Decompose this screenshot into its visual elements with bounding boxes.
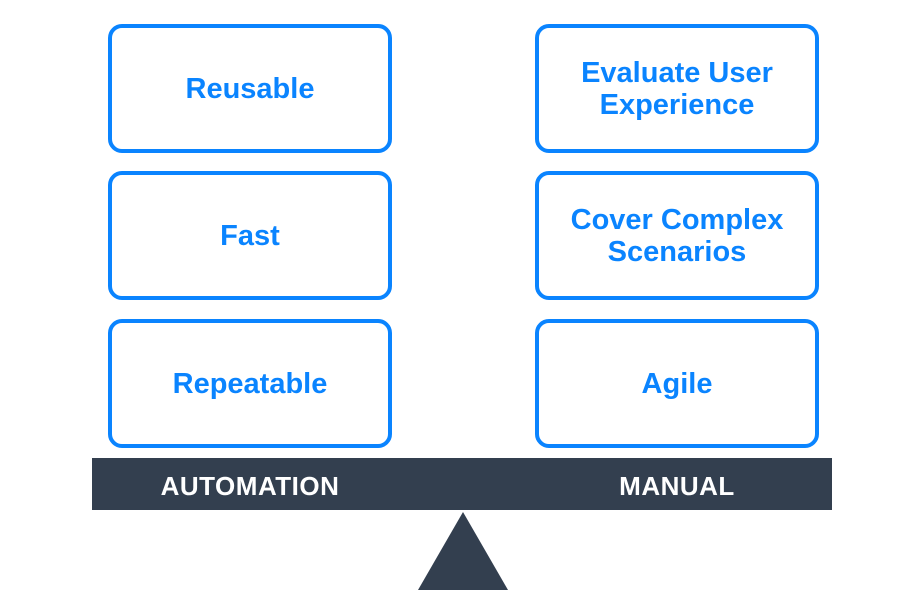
manual-item-label: Agile <box>641 367 713 400</box>
fulcrum-triangle-icon <box>418 512 508 590</box>
automation-item-reusable: Reusable <box>108 24 392 153</box>
balance-beam: AUTOMATION MANUAL <box>92 458 832 510</box>
manual-item-label: Cover Complex Scenarios <box>570 203 784 268</box>
automation-item-label: Fast <box>220 219 280 252</box>
automation-label: AUTOMATION <box>160 471 340 501</box>
manual-item-cover-complex-scenarios: Cover Complex Scenarios <box>535 171 819 300</box>
manual-label: MANUAL <box>619 471 735 501</box>
automation-item-label: Reusable <box>185 72 315 105</box>
manual-item-label: Evaluate User Experience <box>581 56 773 121</box>
automation-item-fast: Fast <box>108 171 392 300</box>
automation-item-label: Repeatable <box>172 367 328 400</box>
manual-item-agile: Agile <box>535 319 819 448</box>
automation-item-repeatable: Repeatable <box>108 319 392 448</box>
manual-item-evaluate-user-experience: Evaluate User Experience <box>535 24 819 153</box>
